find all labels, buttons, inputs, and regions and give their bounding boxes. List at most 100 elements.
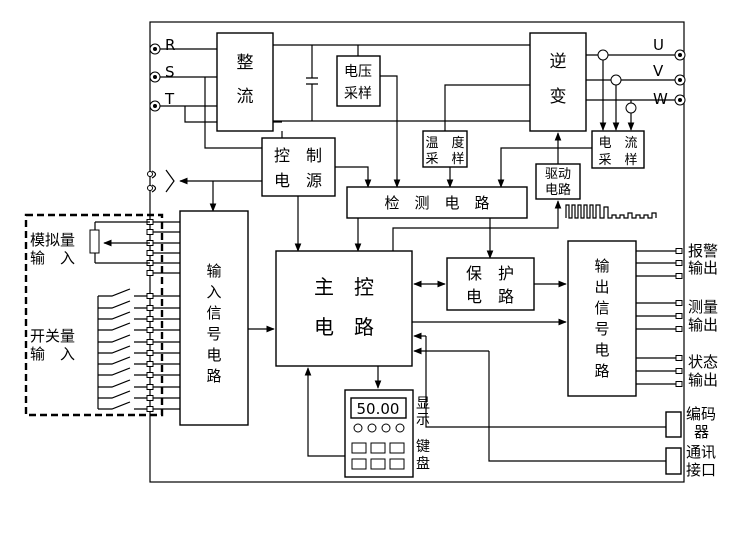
rectifier-label-2: 流 — [237, 87, 254, 107]
detection-circuit-label: 检 测 电 路 — [384, 194, 489, 212]
alarm-output-label-1: 报警 — [688, 242, 718, 260]
display-value: 50.00 — [357, 400, 400, 418]
output-terminal — [675, 355, 683, 361]
output-terminal — [675, 248, 683, 254]
svg-text:出: 出 — [594, 278, 609, 296]
alarm-output-label-2: 输出 — [688, 259, 718, 277]
svg-text:输: 输 — [206, 262, 221, 280]
output-terminal — [675, 273, 683, 279]
inverter-block — [529, 32, 587, 132]
temperature-sampling-label-1: 温 度 — [425, 135, 464, 151]
main-control-label-1: 主 控 — [314, 275, 374, 299]
output-signal-label: 输 出 信 号 电 路 — [594, 257, 609, 380]
control-power-label-2: 电 源 — [274, 171, 322, 190]
input-signal-block — [179, 210, 249, 426]
input-terminal — [146, 250, 154, 256]
display-label-2: 示 — [416, 412, 430, 428]
measurement-output-label-1: 测量 — [688, 298, 718, 316]
switch-input-label-1: 开关量 — [30, 327, 75, 345]
terminal-r: R — [149, 36, 175, 55]
protection-circuit-label-1: 保 护 — [466, 264, 514, 283]
svg-text:输: 输 — [594, 257, 609, 275]
protection-circuit-label-2: 电 路 — [466, 287, 514, 306]
input-terminal — [146, 395, 154, 401]
terminal-u-label: U — [653, 36, 664, 54]
terminal-v-label: V — [653, 62, 664, 80]
main-control-label-2: 电 路 — [314, 315, 374, 339]
current-sensor-w — [625, 102, 637, 114]
svg-text:路: 路 — [206, 367, 221, 385]
status-output-label-2: 输出 — [688, 371, 718, 389]
inverter-label-1: 逆 — [550, 52, 567, 72]
panel-keys — [351, 442, 405, 470]
detection-circuit-block — [346, 186, 528, 219]
svg-text:电: 电 — [594, 341, 609, 359]
rectifier-block — [216, 32, 274, 132]
display-screen — [350, 397, 407, 419]
output-terminal — [675, 313, 683, 319]
switch-input-label-2: 输 入 — [30, 345, 75, 363]
input-terminal — [146, 361, 154, 367]
temperature-sampling-label-2: 采 样 — [425, 152, 464, 167]
analog-input-label-1: 模拟量 — [30, 231, 75, 249]
switch-symbol — [98, 300, 147, 309]
drive-circuit-block — [535, 163, 581, 200]
terminal-t: T — [149, 90, 175, 112]
switch-symbol — [98, 367, 147, 376]
svg-text:电: 电 — [206, 346, 221, 364]
current-sampling-label-1: 电 流 — [598, 136, 637, 151]
encoder-label-2: 器 — [694, 423, 709, 441]
input-terminal — [146, 384, 154, 390]
input-terminal — [146, 327, 154, 333]
input-terminal — [146, 316, 154, 322]
input-terminal — [146, 406, 154, 412]
input-terminal — [146, 305, 154, 311]
svg-text:号: 号 — [206, 325, 221, 343]
comm-label-1: 通讯 — [686, 443, 716, 461]
panel-indicator-leds — [353, 423, 405, 433]
pwm-waveform — [565, 204, 657, 219]
terminal-u: U — [653, 36, 686, 61]
output-terminal — [675, 381, 683, 387]
current-sensor-u — [597, 49, 609, 61]
terminal-w-label: W — [653, 90, 668, 108]
switch-symbol — [98, 345, 147, 354]
switch-symbol — [98, 379, 147, 388]
terminal-r-label: R — [165, 36, 175, 54]
switch-symbol — [98, 356, 147, 365]
input-signal-label: 输 入 信 号 电 路 — [206, 262, 221, 385]
switch-symbol — [98, 334, 147, 343]
protection-circuit-block — [446, 257, 535, 311]
terminal-v: V — [653, 62, 686, 86]
switch-symbol — [98, 390, 147, 399]
measurement-output-label-2: 输出 — [688, 316, 718, 334]
current-sampling-block — [591, 130, 645, 169]
output-terminal — [675, 260, 683, 266]
encoder-line — [425, 336, 666, 428]
comm-label-2: 接口 — [686, 461, 716, 479]
control-power-label-1: 控 制 — [274, 146, 322, 165]
input-terminals — [146, 219, 180, 412]
output-terminal — [675, 300, 683, 306]
current-sensor-v — [610, 74, 622, 86]
potentiometer — [89, 221, 150, 264]
output-terminals — [636, 248, 683, 387]
switch-symbol — [98, 401, 147, 410]
svg-text:入: 入 — [206, 283, 221, 301]
svg-text:信: 信 — [206, 304, 221, 322]
input-terminal — [146, 229, 154, 235]
drive-circuit-label-2: 电路 — [545, 182, 571, 198]
connector-symbol — [151, 169, 175, 193]
output-terminal — [675, 368, 683, 374]
drive-circuit-label-1: 驱动 — [545, 167, 571, 182]
rectifier-label-1: 整 — [237, 53, 254, 73]
analog-input-label-2: 输 入 — [30, 249, 75, 267]
switch-symbol — [98, 288, 147, 297]
svg-text:路: 路 — [594, 362, 609, 380]
input-terminal — [146, 293, 154, 299]
input-terminal — [146, 270, 154, 276]
comm-connector — [665, 447, 682, 475]
voltage-sampling-block — [336, 55, 381, 107]
